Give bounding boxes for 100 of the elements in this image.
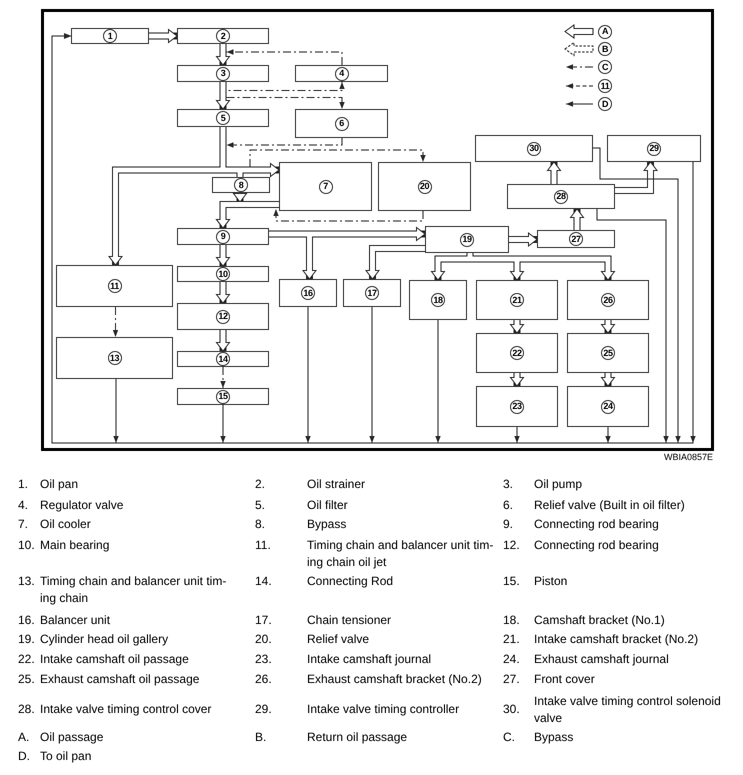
callout-number: 30: [527, 142, 541, 156]
callout-number: 4: [334, 66, 348, 80]
component-box: [567, 280, 649, 320]
callout-number: 14: [216, 352, 230, 366]
item-description: Bypass: [534, 729, 574, 746]
component-box: [177, 388, 269, 405]
dash-dot-arrow: [220, 366, 226, 388]
item-number: 20.: [255, 631, 272, 648]
dash-dot-arrow: [273, 208, 424, 222]
item-description: Oil passage: [40, 729, 104, 746]
item-description: Cylinder head oil gallery: [40, 631, 168, 648]
item-number: 3.: [503, 476, 514, 493]
component-box: [607, 135, 701, 162]
callout-number: 16: [301, 286, 315, 300]
item-description: Camshaft bracket (No.1): [534, 612, 665, 629]
component-box: [295, 109, 388, 138]
item-description: Intake camshaft oil passage: [40, 651, 189, 668]
callout-number: 2: [216, 29, 230, 43]
double-line-arrow: [149, 29, 178, 43]
double-line-arrow: [216, 82, 230, 110]
item-description: Exhaust camshaft bracket (No.2): [307, 671, 482, 688]
item-number: 7.: [18, 516, 28, 533]
item-description: Connecting Rod: [307, 573, 394, 590]
legend-label: 11: [598, 79, 612, 93]
component-box: [279, 162, 372, 211]
callout-number: 11: [108, 279, 122, 293]
callout-number: 29: [647, 142, 661, 156]
double-line-arrow: [510, 373, 524, 386]
component-box: [177, 228, 269, 245]
component-box: [507, 184, 615, 209]
item-description: Balancer unit: [40, 612, 110, 629]
callout-number: 9: [216, 230, 230, 244]
item-description: Main bearing: [40, 537, 110, 554]
item-number: 6.: [503, 497, 514, 514]
item-number: 1.: [18, 476, 28, 493]
callout-number: 15: [216, 390, 230, 404]
callout-number: 26: [601, 293, 615, 307]
callout-number: 5: [216, 111, 230, 125]
item-number: 26.: [255, 671, 272, 688]
double-line-arrow: [216, 330, 230, 352]
item-description: Relief valve (Built in oil filter): [534, 497, 685, 514]
double-line-arrow: [547, 162, 561, 184]
item-number: 16.: [18, 612, 35, 629]
item-description: Timing chain and balancer unit tim- ing chain oil jet: [307, 537, 494, 571]
item-number: 25.: [18, 671, 35, 688]
item-description: Oil cooler: [40, 516, 91, 533]
dash-dot-arrow: [226, 82, 345, 110]
item-number: 24.: [503, 651, 520, 668]
callout-number: 6: [334, 116, 348, 130]
item-description: Exhaust camshaft oil passage: [40, 671, 200, 688]
item-description: Front cover: [534, 671, 595, 688]
item-number: D.: [18, 748, 30, 765]
item-description: Timing chain and balancer unit tim- ing chain: [40, 573, 228, 607]
item-description: Oil strainer: [307, 476, 366, 493]
component-box: [212, 177, 270, 193]
legend-label: C: [598, 60, 612, 74]
item-number: 22.: [18, 651, 35, 668]
item-description: Intake valve timing control solenoid valve: [534, 692, 722, 727]
item-number: 27.: [503, 671, 520, 688]
component-box: [177, 351, 269, 367]
callout-number: 19: [460, 232, 474, 246]
component-box: [476, 280, 558, 320]
component-box: [177, 109, 269, 127]
item-number: 2.: [255, 476, 266, 493]
item-description: Connecting rod bearing: [534, 516, 659, 533]
item-number: 30.: [503, 701, 520, 718]
item-number: B.: [255, 729, 266, 746]
item-description: Connecting rod bearing: [534, 537, 659, 554]
dash-dot-arrow: [226, 49, 342, 66]
item-description: Intake valve timing controller: [307, 701, 460, 718]
item-number: 23.: [255, 651, 272, 668]
callout-number: 1: [103, 29, 117, 43]
item-number: 19.: [18, 631, 35, 648]
callout-number: 20: [418, 180, 432, 194]
callout-number: 10: [216, 267, 230, 281]
double-line-arrow: [601, 320, 615, 334]
item-number: 28.: [18, 701, 35, 718]
component-box: [56, 337, 173, 379]
item-description: Chain tensioner: [307, 612, 392, 629]
item-description: Piston: [534, 573, 568, 590]
double-line-arrow: [366, 245, 425, 280]
component-box: [475, 135, 593, 162]
item-number: 10.: [18, 537, 35, 554]
dash-dot-arrow: [226, 138, 342, 148]
component-box: [343, 279, 401, 307]
component-box: [476, 333, 558, 373]
item-number: 29.: [255, 701, 272, 718]
double-line-arrow: [216, 282, 230, 304]
legend-label: A: [598, 24, 612, 38]
item-number: 18.: [503, 612, 520, 629]
item-description: Bypass: [307, 516, 346, 533]
item-description: Return oil passage: [307, 729, 408, 746]
item-description: Intake valve timing control cover: [40, 701, 212, 718]
item-number: 8.: [255, 516, 266, 533]
component-box: [476, 386, 558, 427]
callout-number: 27: [569, 232, 583, 246]
figure-code: WBIA0857E: [664, 452, 713, 463]
item-description: To oil pan: [40, 748, 92, 765]
component-box: [56, 265, 173, 307]
item-description: Relief valve: [307, 631, 370, 648]
